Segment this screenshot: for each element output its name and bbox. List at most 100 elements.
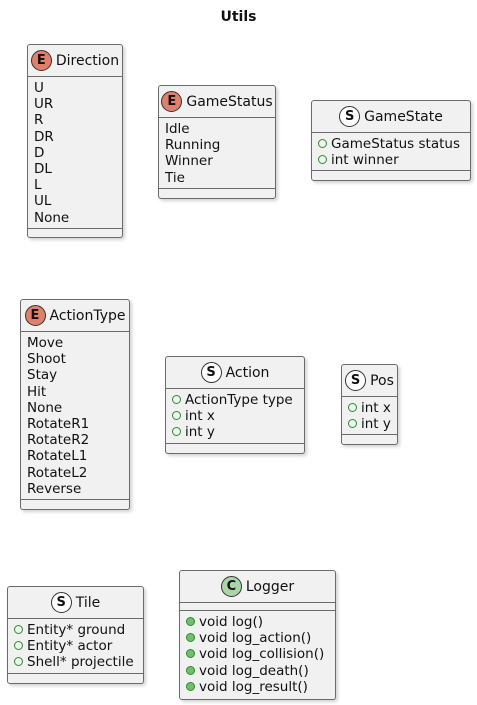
public-field-icon [348,419,357,429]
field-text: Entity* actor [27,638,113,655]
enum-value: RotateR1 [27,416,90,433]
class-icon: C [220,576,242,597]
enum-value: DR [34,128,54,145]
pos-struct-box: S Pos int x int y [341,364,398,445]
enum-value: DL [34,161,52,178]
field-text: int x [185,408,215,425]
empty-compartment [28,227,122,237]
tile-header: S Tile [8,587,143,619]
actiontype-values: Move Shoot Stay Hit None RotateR1 Rotate… [21,332,129,499]
tile-name: Tile [75,594,101,611]
pos-name: Pos [370,372,394,389]
logger-name: Logger [245,578,295,595]
method-text: void log_result() [199,678,308,695]
enum-value: R [34,112,44,129]
method-row: void log() [186,614,329,630]
enum-icon: E [30,50,52,71]
empty-compartment [166,442,304,452]
struct-icon: S [339,106,361,127]
struct-icon: S [345,370,367,391]
field-row: int winner [318,152,464,168]
method-text: void log_death() [199,662,309,679]
field-text: ActionType type [185,392,293,408]
field-text: int winner [331,152,399,169]
direction-enum-box: E Direction U UR R DR D DL L UL None [27,44,123,238]
enum-icon: E [24,305,46,326]
field-row: int y [172,424,298,440]
pos-fields: int x int y [342,397,397,434]
public-field-icon [318,155,327,165]
field-text: int y [185,424,215,441]
public-field-icon [172,411,181,421]
public-method-icon [186,665,195,675]
enum-value: U [34,80,44,96]
empty-compartment [21,499,129,508]
method-text: void log() [199,614,263,630]
public-method-icon [186,649,195,659]
method-row: void log_collision() [186,646,329,662]
method-row: void log_action() [186,630,329,646]
method-row: void log_death() [186,663,329,679]
action-header: S Action [166,357,304,389]
struct-icon: S [50,592,72,613]
empty-compartment [342,434,397,443]
empty-compartment [8,672,143,682]
enum-value: None [27,399,63,416]
public-method-icon [186,681,195,691]
actiontype-enum-box: E ActionType Move Shoot Stay Hit None Ro… [20,299,130,510]
field-row: GameStatus status [318,136,464,152]
action-fields: ActionType type int x int y [166,389,304,443]
field-row: Entity* actor [14,638,137,654]
enum-value: Move [27,335,64,351]
enum-value: Shoot [27,351,66,368]
public-method-icon [186,617,195,626]
actiontype-header: E ActionType [21,300,129,332]
gamestatus-name: GameStatus [186,93,273,110]
pos-header: S Pos [342,365,397,397]
enum-value: L [34,177,42,194]
enum-icon: E [161,91,183,112]
field-row: int y [348,416,391,432]
public-field-icon [348,403,357,412]
enum-value: RotateL2 [27,464,88,481]
field-text: int y [361,416,391,433]
gamestate-name: GameState [364,108,443,125]
field-row: int x [172,408,298,424]
enum-value: None [34,209,70,226]
field-row: int x [348,400,391,416]
enum-value: D [34,144,45,161]
field-row: ActionType type [172,392,298,408]
field-text: Shell* projectile [27,654,134,671]
gamestatus-header: E GameStatus [159,86,275,118]
actiontype-name: ActionType [49,307,126,324]
enum-value: Idle [165,121,190,137]
field-row: Shell* projectile [14,654,137,670]
enum-value: RotateL1 [27,448,88,465]
enum-value: Tie [165,169,185,186]
gamestatus-enum-box: E GameStatus Idle Running Winner Tie [158,85,276,199]
enum-value: UL [34,193,52,210]
public-field-icon [14,625,23,634]
gamestate-fields: GameStatus status int winner [312,133,470,170]
field-text: int x [361,400,391,416]
enum-value: Running [165,137,221,154]
empty-fields-compartment [180,603,335,611]
empty-compartment [159,187,275,197]
enum-value: Stay [27,367,58,384]
gamestate-struct-box: S GameState GameStatus status int winner [311,100,471,181]
field-text: Entity* ground [27,622,126,638]
field-row: Entity* ground [14,622,137,638]
public-method-icon [186,633,195,643]
logger-methods: void log() void log_action() void log_co… [180,611,335,697]
logger-class-box: C Logger void log() void log_action() vo… [179,570,336,700]
enum-value: UR [34,96,54,113]
enum-value: Winner [165,153,213,170]
method-text: void log_collision() [199,646,325,663]
method-text: void log_action() [199,630,312,647]
public-field-icon [172,395,181,404]
enum-value: RotateR2 [27,432,90,449]
logger-header: C Logger [180,571,335,603]
method-row: void log_result() [186,679,329,695]
enum-value: Reverse [27,480,82,497]
tile-fields: Entity* ground Entity* actor Shell* proj… [8,619,143,673]
